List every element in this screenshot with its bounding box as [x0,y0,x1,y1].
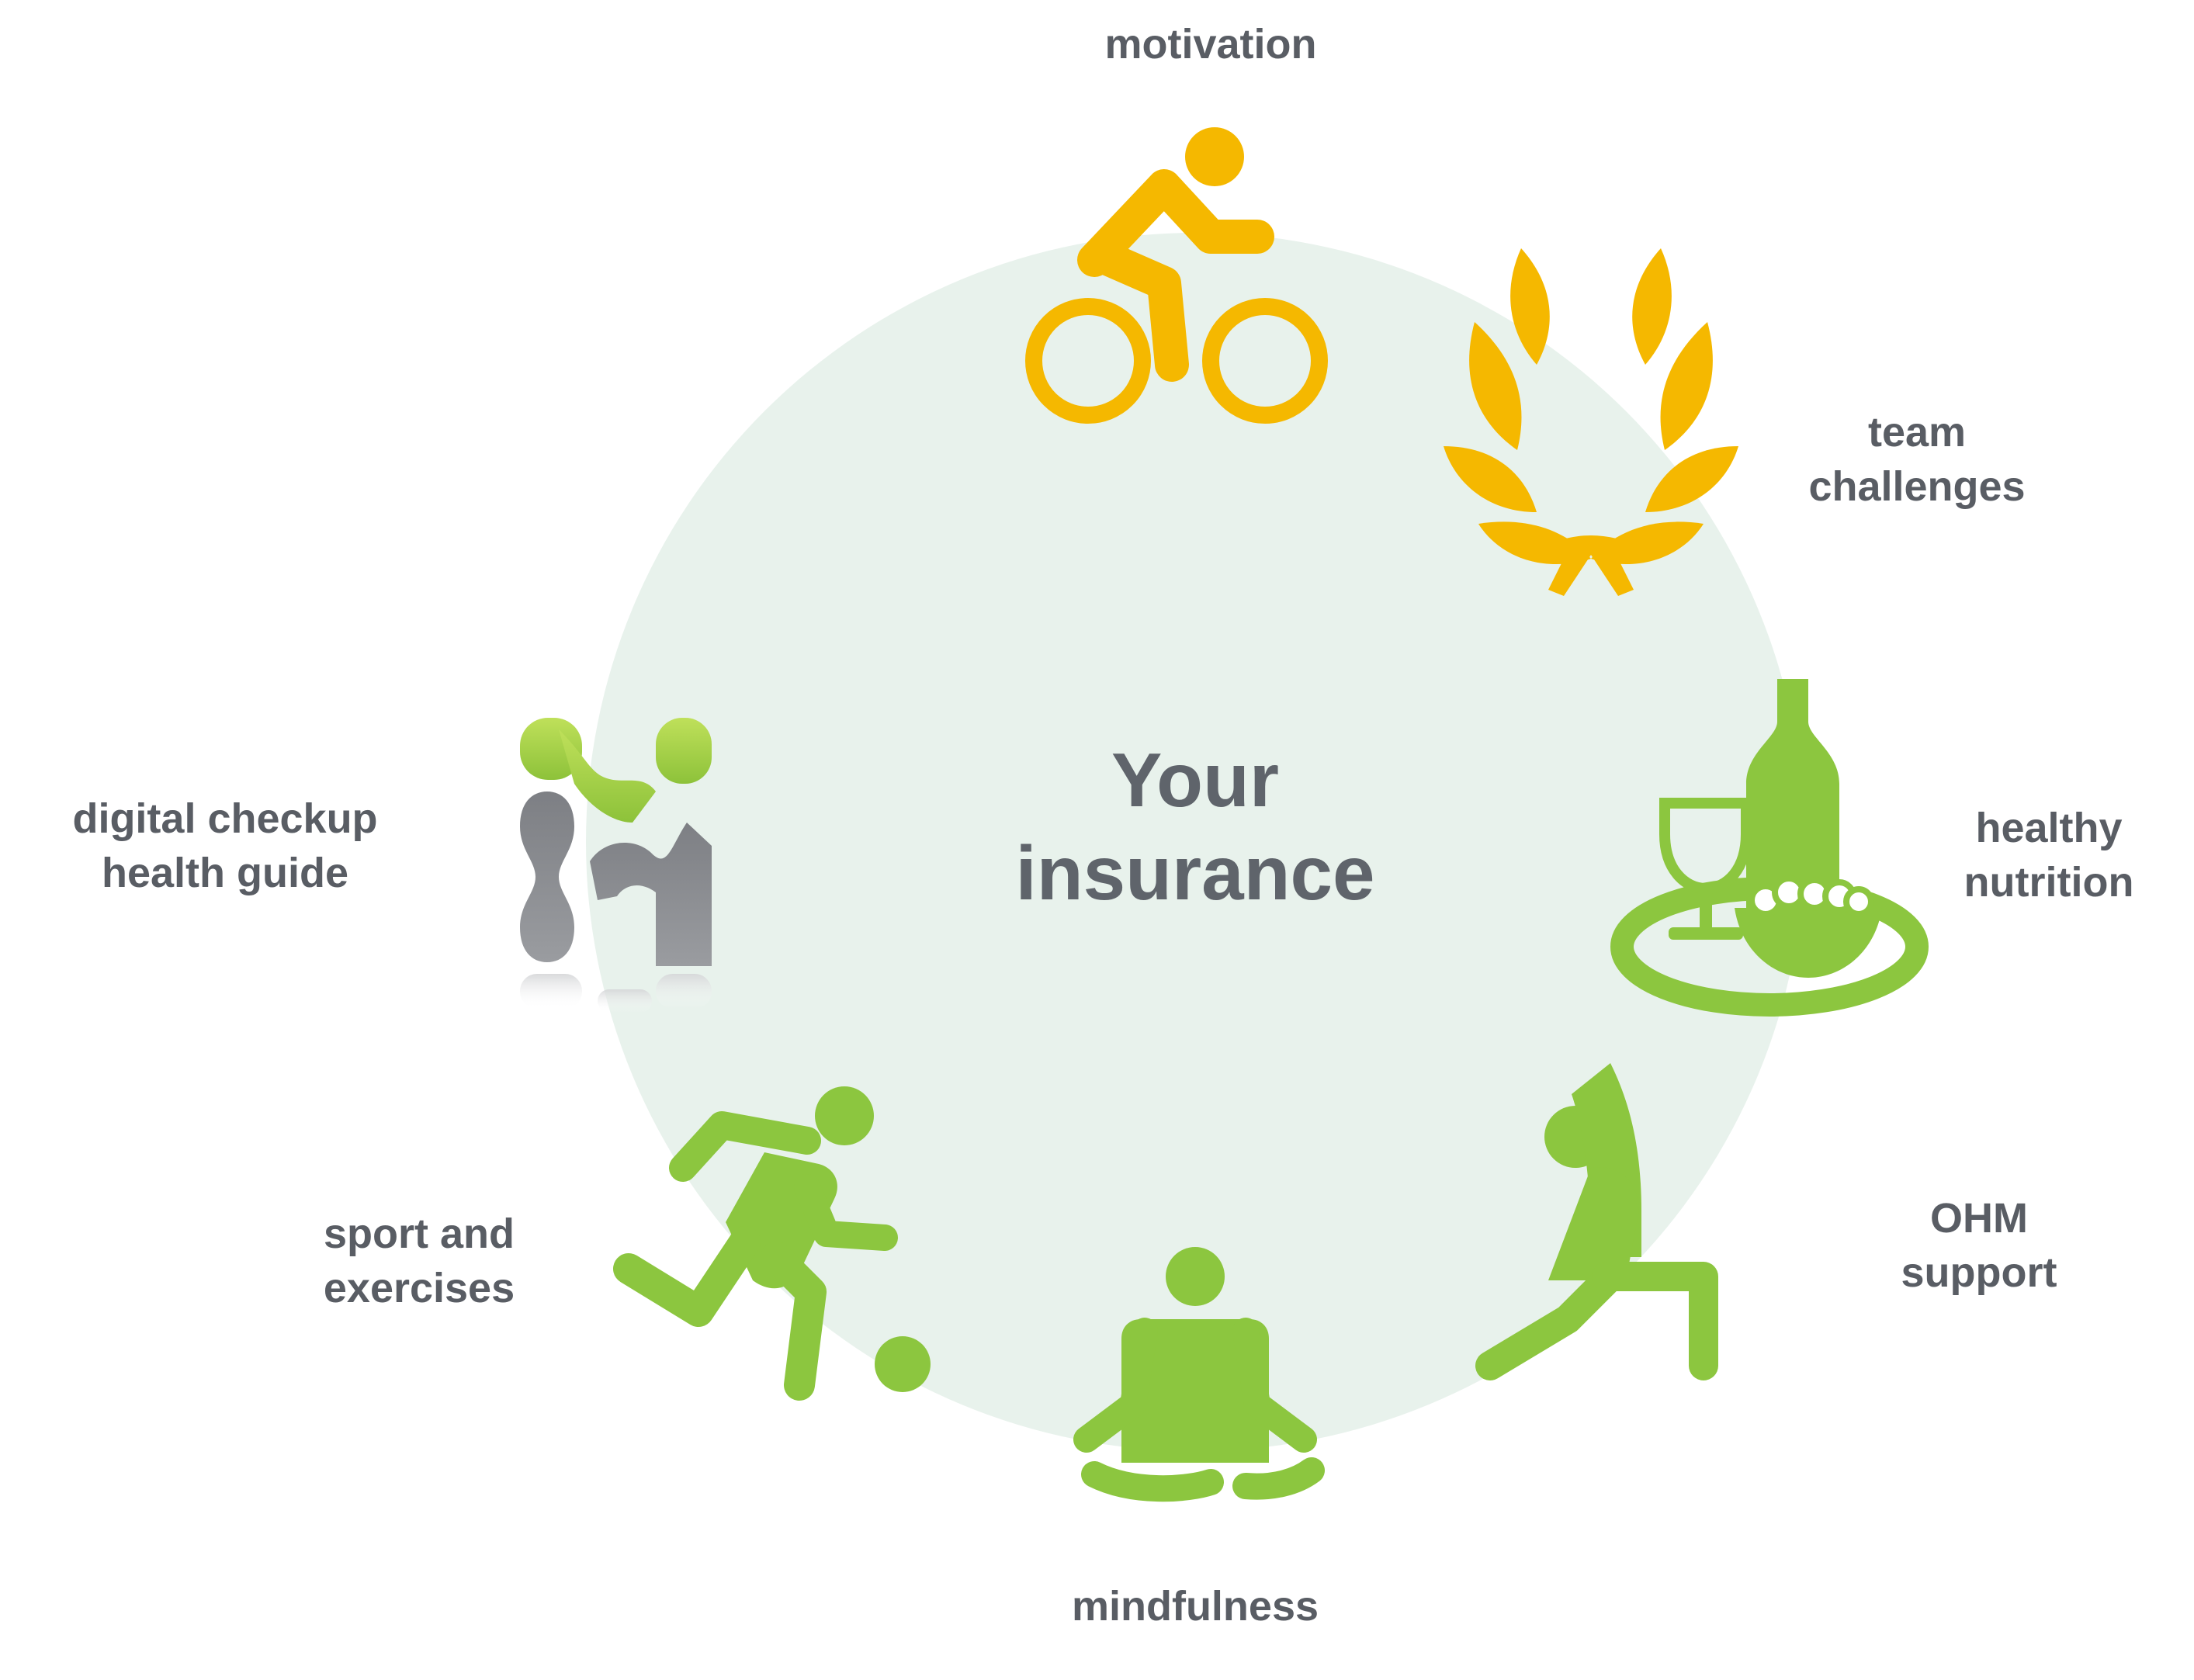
label-ohm-support-line-2: support [1901,1249,2057,1296]
label-team-challenges-line-2: challenges [1808,463,2026,510]
stretching-person-icon [1475,1063,1718,1380]
label-healthy-nutrition: healthy nutrition [1917,801,2181,909]
cyclist-icon [1025,127,1328,424]
label-motivation-line-1: motivation [1104,21,1317,68]
soccer-player-icon [613,1086,931,1401]
meditation-icon [1073,1247,1325,1502]
label-digital-checkup: digital checkup health guide [31,792,419,900]
label-sport-and-exercises-line-1: sport and [323,1211,515,1257]
label-healthy-nutrition-line-2: nutrition [1964,859,2134,906]
label-ohm-support-line-1: OHM [1930,1195,2028,1242]
label-team-challenges: team challenges [1746,405,2088,514]
label-team-challenges-line-1: team [1867,409,1967,456]
label-digital-checkup-line-2: health guide [101,850,348,896]
laurel-wreath-icon [1444,248,1738,596]
label-digital-checkup-line-1: digital checkup [72,795,378,842]
label-healthy-nutrition-line-1: healthy [1975,805,2123,851]
label-mindfulness: mindfulness [1040,1579,1350,1633]
app-logo-icon [520,718,712,1013]
label-ohm-support: OHM support [1855,1191,2103,1300]
center-title: Your insurance [1001,733,1389,920]
center-title-line-1: Your [1111,737,1279,823]
label-sport-and-exercises: sport and exercises [256,1207,582,1315]
label-motivation: motivation [1055,17,1366,71]
label-sport-and-exercises-line-2: exercises [323,1265,515,1311]
label-mindfulness-line-1: mindfulness [1071,1583,1319,1630]
center-title-line-2: insurance [1015,830,1375,916]
food-tray-icon [1610,679,1929,1017]
